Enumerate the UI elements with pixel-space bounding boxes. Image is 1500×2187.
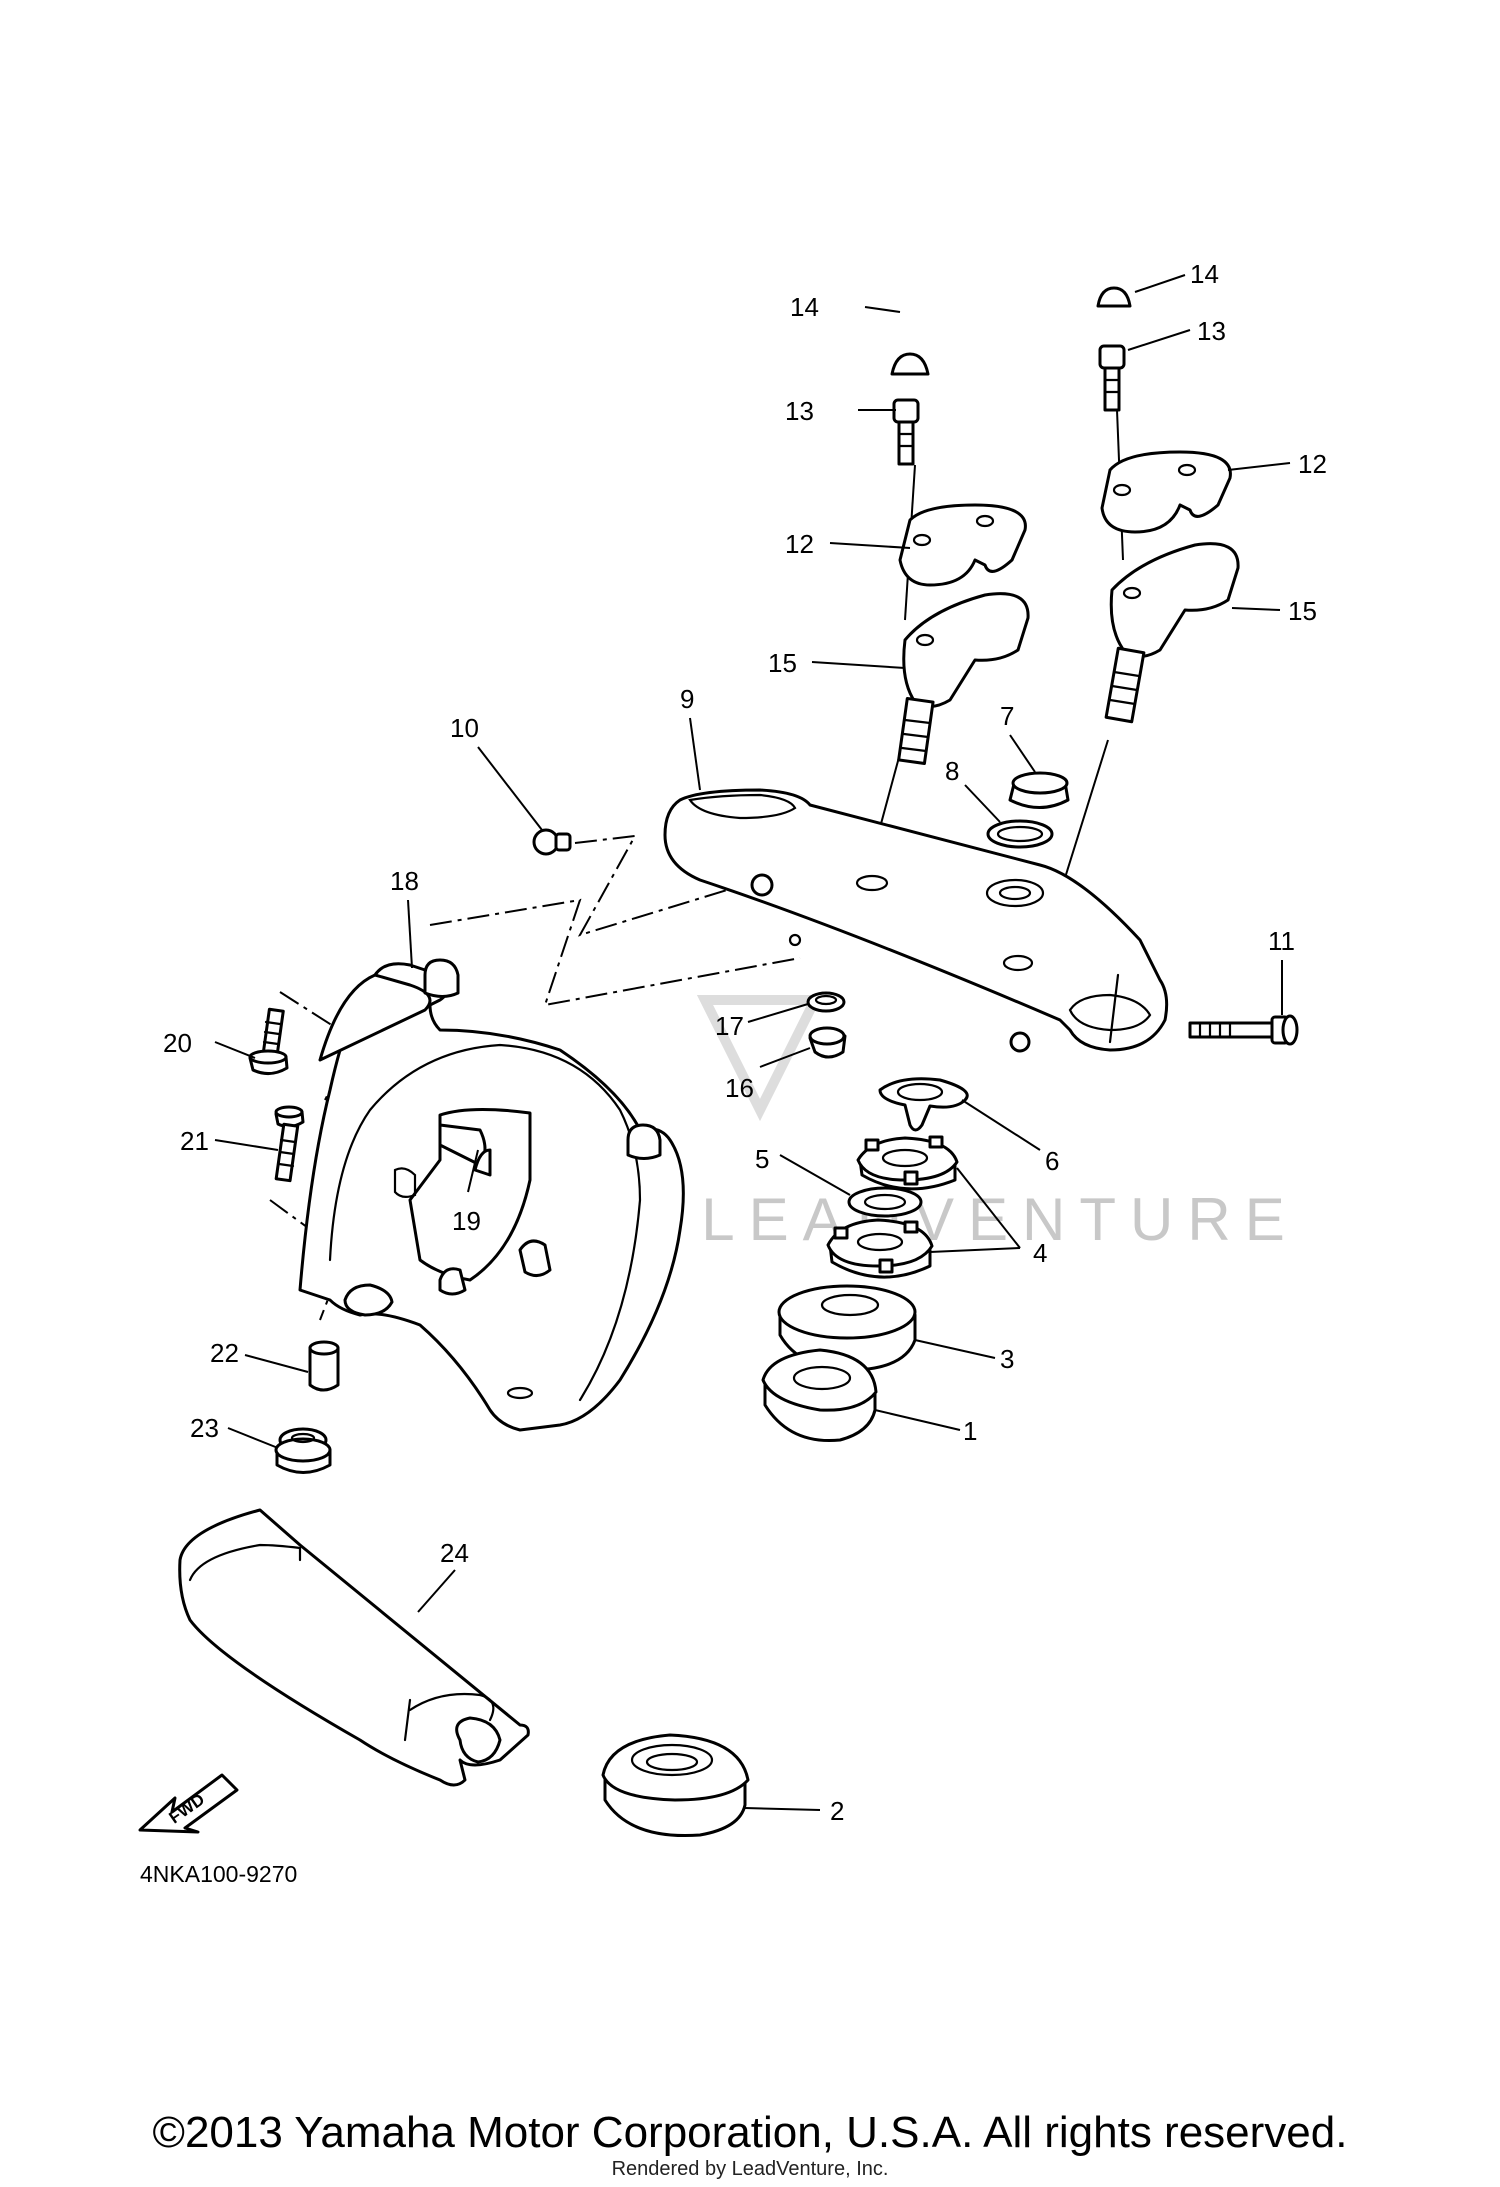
callout-18: 18 (390, 866, 419, 896)
callout-14-right: 14 (1190, 259, 1219, 289)
part-cap-14-left (890, 352, 930, 376)
callout-3: 3 (1000, 1344, 1014, 1374)
part-grommet-10 (532, 828, 572, 856)
part-lower-bracket-18 (298, 958, 685, 1432)
part-ring-nut-4-lower (826, 1218, 934, 1279)
part-collar-22 (308, 1340, 340, 1392)
part-lower-holder-15-left (897, 592, 1030, 765)
part-upper-bracket-9 (663, 788, 1169, 1053)
callout-16: 16 (725, 1073, 754, 1103)
callout-10: 10 (450, 713, 479, 743)
part-cap-14-right (1096, 286, 1132, 308)
callout-11: 11 (1268, 926, 1295, 956)
callout-20: 20 (163, 1028, 192, 1058)
watermark-text: LEADVENTURE (701, 1186, 1298, 1253)
part-grommet-23 (274, 1427, 332, 1474)
part-upper-holder-12-right (1100, 450, 1232, 534)
rendered-by-notice: Rendered by LeadVenture, Inc. (611, 2158, 889, 2180)
part-cap-nut-7 (1008, 771, 1070, 809)
part-bolt-13-left (892, 398, 920, 466)
callout-6: 6 (1045, 1146, 1059, 1176)
callout-4: 4 (1033, 1238, 1047, 1268)
callout-2: 2 (830, 1796, 844, 1826)
callout-13-right: 13 (1197, 316, 1226, 346)
part-pinch-bolt-11 (1188, 1014, 1299, 1046)
diagram-code: 4NKA100-9270 (140, 1861, 297, 1887)
part-lock-washer-6 (878, 1077, 969, 1132)
callout-21: 21 (180, 1126, 209, 1156)
callout-8: 8 (945, 756, 959, 786)
leadventure-watermark: LEADVENTURE (696, 995, 1298, 1253)
callout-19: 19 (452, 1206, 481, 1236)
part-bearing-2 (601, 1733, 750, 1838)
callout-24: 24 (440, 1538, 469, 1568)
part-bearing-1 (761, 1348, 878, 1443)
part-nut-16 (808, 1026, 847, 1059)
callout-13-left: 13 (785, 396, 814, 426)
callout-14-left: 14 (790, 292, 819, 322)
part-upper-holder-12-left (898, 503, 1027, 587)
part-bolt-20 (248, 1007, 289, 1075)
fwd-arrow-icon: FWD (138, 1773, 239, 1834)
callout-5: 5 (755, 1144, 769, 1174)
callout-12-right: 12 (1298, 449, 1327, 479)
callout-12-left: 12 (785, 529, 814, 559)
part-washer-5 (847, 1186, 923, 1218)
callout-23: 23 (190, 1413, 219, 1443)
part-washer-17 (806, 991, 846, 1013)
part-ring-nut-4-upper (856, 1135, 959, 1191)
callout-15-right: 15 (1288, 596, 1317, 626)
callout-numbers: 14 14 13 13 12 12 15 15 9 7 8 10 11 18 1… (163, 259, 1327, 1826)
part-bolt-21 (274, 1105, 305, 1183)
callout-leader-lines (214, 274, 1291, 1811)
callout-1: 1 (963, 1416, 977, 1446)
callout-9: 9 (680, 684, 694, 714)
copyright-notice: ©2013 Yamaha Motor Corporation, U.S.A. A… (152, 2108, 1348, 2157)
callout-22: 22 (210, 1338, 239, 1368)
part-washer-8 (986, 819, 1054, 849)
part-cover-24 (178, 1508, 530, 1787)
part-bolt-13-right (1098, 344, 1126, 412)
callout-7: 7 (1000, 701, 1014, 731)
part-lower-holder-15-right (1104, 542, 1240, 724)
callout-15-left: 15 (768, 648, 797, 678)
callout-17: 17 (715, 1011, 744, 1041)
